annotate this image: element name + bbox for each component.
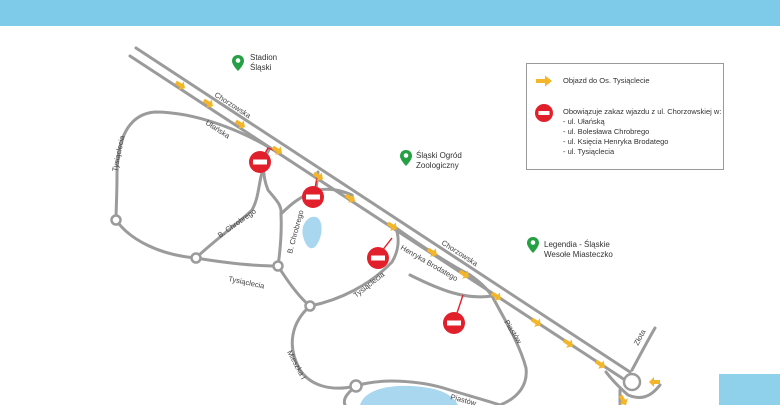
legend-detour-row: Objazd do Os. Tysiąclecie — [535, 75, 650, 87]
detour-arrow-icon — [312, 171, 324, 181]
legend-detour-label: Objazd do Os. Tysiąclecie — [563, 76, 650, 85]
no-entry-sign — [249, 151, 271, 173]
detour-arrow-icon — [174, 80, 186, 90]
roundabout-centre — [272, 260, 284, 272]
legend-ban-row: Obowiązuje zakaz wjazdu z ul. Chorzowski… — [535, 104, 721, 157]
roundabouts — [110, 214, 642, 393]
detour-arrow-icon — [234, 119, 246, 129]
detour-arrow-icon — [426, 247, 438, 257]
park-lake — [360, 385, 458, 405]
detour-arrow-icon — [344, 193, 356, 203]
top-banner — [0, 0, 780, 26]
list-item: - ul. Bolesława Chrobrego — [563, 127, 650, 136]
road-label: B. Chrobrego — [285, 209, 305, 254]
detour-arrow-icon — [271, 145, 283, 155]
map-pin-icon — [400, 150, 412, 166]
road-label: B. Chrobrego — [216, 207, 258, 240]
list-item: - ul. Księcia Henryka Brodatego — [563, 137, 669, 146]
detour-arrow-icon — [536, 75, 552, 87]
zoo-pond — [302, 216, 322, 249]
road-label: Piastów — [502, 318, 524, 346]
road-label: Tysiąclecia — [110, 134, 127, 173]
road-label: Tysiąclecia — [352, 269, 387, 299]
detour-arrow-icon — [202, 98, 214, 108]
map-pin-icon — [527, 237, 539, 253]
detour-arrow-icon — [562, 338, 574, 348]
detour-arrow-icon — [458, 269, 470, 279]
detour-arrow-icon — [594, 359, 606, 369]
roundabout-lake — [349, 379, 363, 393]
chorzowska-highway — [128, 46, 632, 382]
detour-arrows — [174, 80, 660, 405]
detour-arrow-icon — [649, 377, 660, 387]
detour-arrow-icon — [386, 221, 398, 231]
roundabout-sw — [190, 252, 202, 264]
legend-ban-title: Obowiązuje zakaz wjazdu z ul. Chorzowski… — [563, 107, 722, 116]
no-entry-sign — [443, 312, 465, 334]
map-pin-icon — [232, 55, 244, 71]
corner-block — [719, 374, 780, 405]
no-entry-sign — [367, 247, 389, 269]
legend-ban-list: - ul. Ułańską - ul. Bolesława Chrobrego … — [563, 117, 721, 157]
road-label: Mieszka I — [285, 349, 308, 381]
detour-arrow-icon — [490, 291, 502, 301]
road-label: Chorzowska — [213, 90, 253, 120]
no-entry-icon — [535, 104, 553, 122]
roundabout-west — [110, 214, 122, 226]
road-label: Tysiąclecia — [228, 274, 267, 291]
detour-arrow-icon — [530, 317, 542, 327]
list-item: - ul. Tysiąclecia — [563, 147, 615, 156]
list-item: - ul. Ułańską — [563, 117, 605, 126]
map-legend: Objazd do Os. Tysiąclecie Obowiązuje zak… — [526, 63, 724, 170]
roundabout-east — [622, 372, 642, 392]
detour-arrow-icon — [618, 394, 628, 405]
roundabout-south — [304, 300, 316, 312]
no-entry-sign — [302, 186, 324, 208]
